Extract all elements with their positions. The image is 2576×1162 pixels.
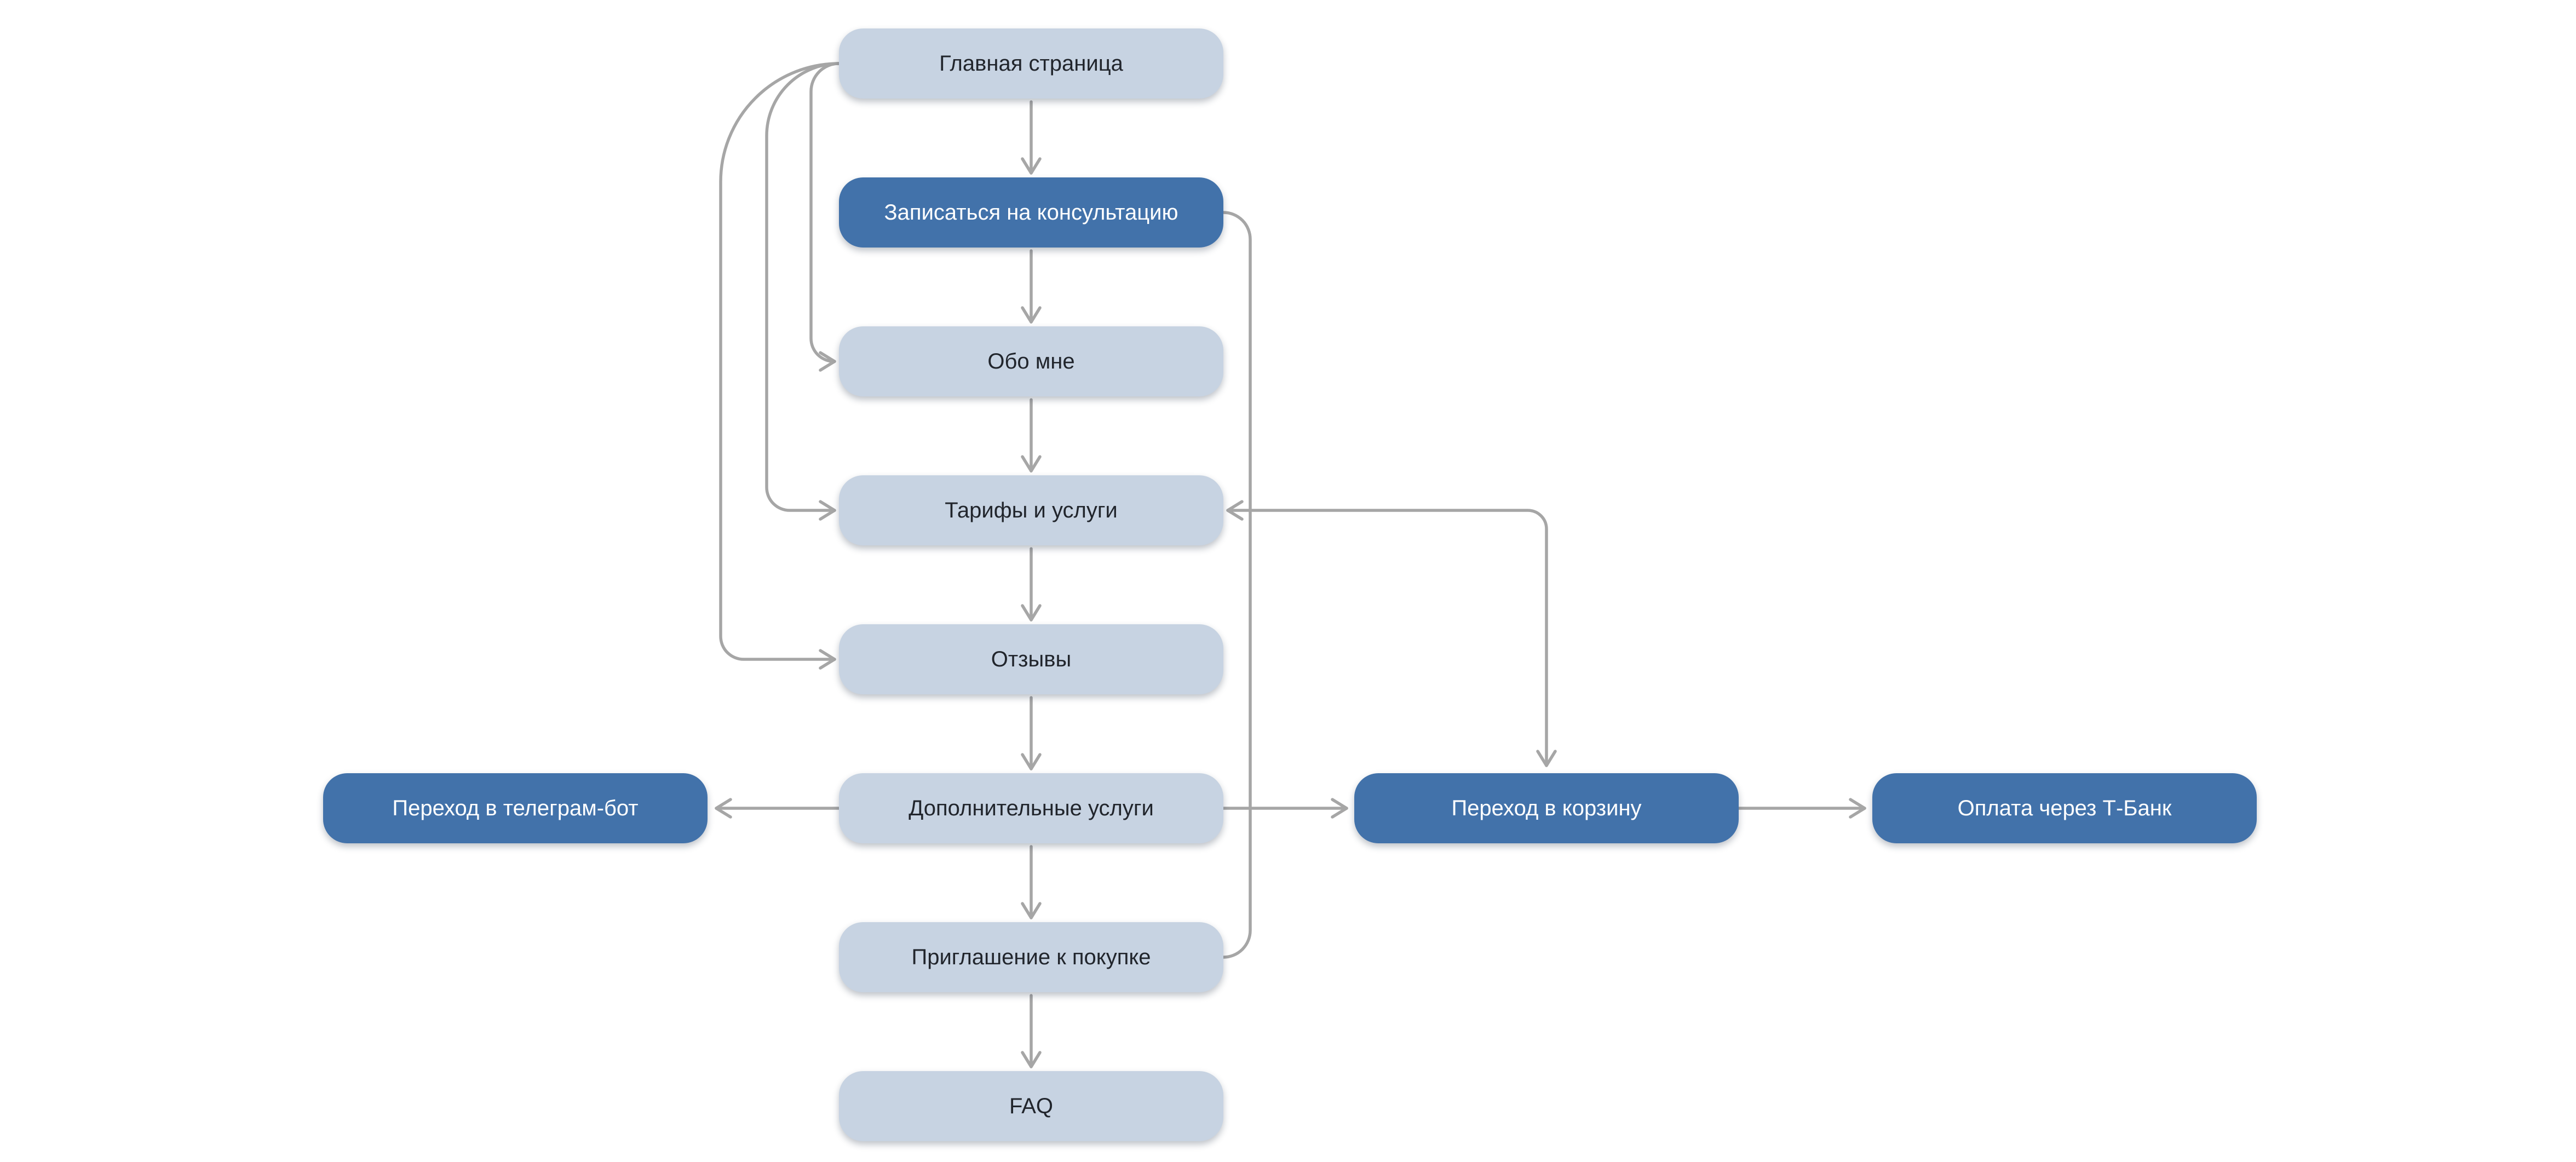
node-tariffs-services-label: Тарифы и услуги [945,498,1118,522]
node-reviews[interactable]: Отзывы [839,624,1223,694]
node-about-me-label: Обо мне [987,349,1075,373]
connector-consult-invite [1222,211,1252,959]
node-faq[interactable]: FAQ [839,1071,1223,1141]
node-home-page[interactable]: Главная страница [839,28,1223,99]
connector-home-about [809,62,841,372]
node-book-consultation-label: Записаться на консультацию [884,200,1178,225]
node-telegram-bot[interactable]: Переход в телеграм-бот [323,773,708,843]
node-go-to-cart[interactable]: Переход в корзину [1354,773,1739,843]
node-reviews-label: Отзывы [991,647,1072,671]
node-telegram-bot-label: Переход в телеграм-бот [392,796,639,820]
node-purchase-invitation[interactable]: Приглашение к покупке [839,922,1223,992]
node-tariffs-services[interactable]: Тарифы и услуги [839,475,1223,545]
node-tbank-payment-label: Оплата через Т-Банк [1957,796,2172,820]
node-additional-services[interactable]: Дополнительные услуги [839,773,1223,843]
node-home-page-label: Главная страница [939,51,1123,76]
node-purchase-invitation-label: Приглашение к покупке [911,945,1151,969]
node-faq-label: FAQ [1009,1094,1054,1118]
node-book-consultation[interactable]: Записаться на консультацию [839,177,1223,248]
node-tbank-payment[interactable]: Оплата через Т-Банк [1872,773,2257,843]
node-additional-services-label: Дополнительные услуги [909,796,1154,820]
connector-tariffs-cart [1226,500,1557,767]
connector-home-reviews [719,62,841,670]
node-about-me[interactable]: Обо мне [839,326,1223,396]
node-go-to-cart-label: Переход в корзину [1451,796,1642,820]
connector-home-tariffs [765,62,841,521]
